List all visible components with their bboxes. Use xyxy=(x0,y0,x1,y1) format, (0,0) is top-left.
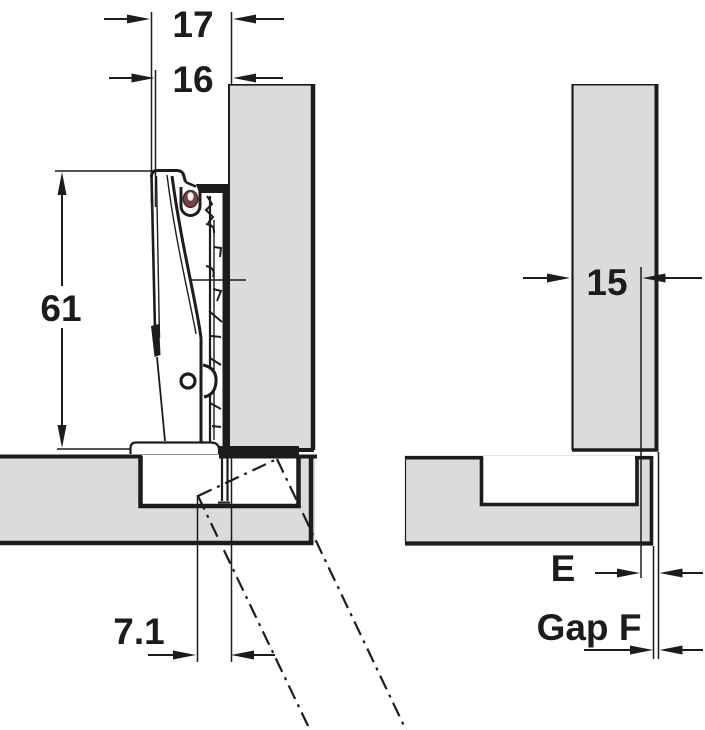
panel-door-junction xyxy=(219,446,299,459)
dimension-15: 15 xyxy=(523,262,702,303)
dimension-17-label: 17 xyxy=(172,4,213,45)
cup-screw-slot xyxy=(179,187,202,217)
dimension-16: 16 xyxy=(109,59,283,100)
cup-hole-left-view xyxy=(138,455,301,509)
dimension-17: 17 xyxy=(104,4,284,45)
door-panel-left-view xyxy=(0,454,317,546)
dimension-16-label: 16 xyxy=(172,59,213,100)
dimension-e: E xyxy=(551,548,703,589)
side-panel-left-view xyxy=(228,84,316,452)
dimension-e-label: E xyxy=(551,548,576,589)
dimension-7-1: 7.1 xyxy=(113,611,275,660)
cup-flange xyxy=(129,441,230,504)
hinge-body xyxy=(55,169,246,504)
arm-screw-hole xyxy=(179,372,197,390)
extension-lines-right xyxy=(640,267,660,659)
door-panel-right-view xyxy=(404,455,654,546)
dimension-15-label: 15 xyxy=(586,262,627,303)
side-panel-right-view xyxy=(571,84,659,452)
extension-lines-left xyxy=(150,12,233,662)
cup-hole-right-view xyxy=(479,456,639,507)
dimension-7-1-label: 7.1 xyxy=(113,611,164,652)
dimension-gap-f: Gap F xyxy=(537,607,703,655)
door-swing-centerlines xyxy=(197,458,407,730)
dimension-61-label: 61 xyxy=(40,288,81,329)
dimension-61: 61 xyxy=(36,172,86,448)
dimension-gap-f-label: Gap F xyxy=(537,607,642,648)
